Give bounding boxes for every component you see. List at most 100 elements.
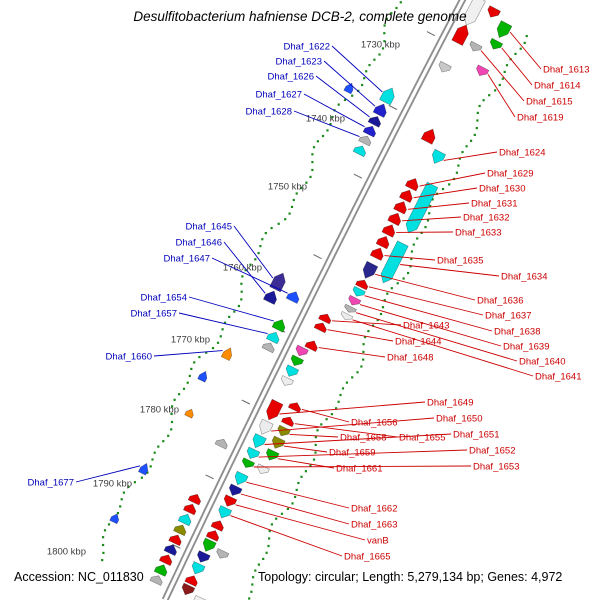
gene-glyph[interactable]	[202, 537, 217, 552]
gene-glyph[interactable]	[381, 224, 396, 238]
gene-glyph[interactable]	[262, 290, 277, 305]
gene-glyph[interactable]	[216, 548, 230, 559]
gene-glyph[interactable]	[183, 503, 197, 516]
gene-label[interactable]: Dhaf_1626	[268, 71, 314, 82]
gene-glyph[interactable]	[313, 322, 327, 334]
gene-glyph[interactable]	[218, 505, 233, 519]
gene-label[interactable]: Dhaf_1677	[28, 477, 74, 488]
gene-glyph[interactable]	[348, 294, 362, 306]
gene-glyph[interactable]	[234, 470, 249, 486]
gene-glyph[interactable]	[340, 310, 354, 320]
gene-label[interactable]: Dhaf_1624	[499, 147, 545, 158]
gene-glyph[interactable]	[369, 247, 384, 261]
gene-label[interactable]: Dhaf_1661	[336, 463, 382, 474]
gene-glyph[interactable]	[318, 313, 332, 325]
gene-label[interactable]: Dhaf_1629	[487, 168, 533, 179]
gene-glyph[interactable]	[375, 236, 390, 250]
gene-label[interactable]: Dhaf_1665	[344, 551, 390, 562]
gene-glyph[interactable]	[265, 331, 280, 345]
gene-glyph[interactable]	[241, 457, 255, 468]
gene-glyph[interactable]	[463, 0, 486, 26]
gene-glyph[interactable]	[489, 37, 504, 50]
gene-glyph[interactable]	[137, 462, 149, 476]
gene-glyph[interactable]	[223, 494, 238, 507]
gene-label[interactable]: Dhaf_1655	[399, 432, 445, 443]
gene-label[interactable]: Dhaf_1651	[453, 429, 499, 440]
gene-glyph[interactable]	[210, 520, 224, 532]
gene-glyph[interactable]	[214, 438, 228, 450]
gene-glyph[interactable]	[269, 272, 286, 293]
gene-label[interactable]: Dhaf_1652	[469, 445, 515, 456]
gene-label[interactable]: Dhaf_1632	[463, 212, 509, 223]
gene-glyph[interactable]	[191, 561, 206, 575]
gene-label[interactable]: Dhaf_1630	[479, 183, 525, 194]
gene-label[interactable]: Dhaf_1649	[427, 397, 473, 408]
gene-glyph[interactable]	[352, 285, 366, 297]
gene-glyph[interactable]	[163, 544, 177, 556]
gene-glyph[interactable]	[420, 128, 436, 145]
gene-glyph[interactable]	[285, 291, 300, 304]
gene-label[interactable]: Dhaf_1623	[276, 56, 322, 67]
gene-glyph[interactable]	[287, 402, 302, 413]
gene-glyph[interactable]	[109, 513, 120, 525]
gene-glyph[interactable]	[271, 435, 286, 449]
gene-label[interactable]: Dhaf_1615	[526, 96, 572, 107]
gene-glyph[interactable]	[193, 595, 207, 600]
gene-label[interactable]: Dhaf_1639	[503, 341, 549, 352]
gene-label[interactable]: Dhaf_1635	[437, 255, 483, 266]
gene-glyph[interactable]	[343, 82, 354, 95]
gene-label[interactable]: Dhaf_1634	[501, 271, 547, 282]
gene-glyph[interactable]	[246, 446, 261, 459]
gene-label[interactable]: Dhaf_1650	[436, 413, 482, 424]
gene-glyph[interactable]	[476, 64, 490, 76]
gene-label[interactable]: Dhaf_1654	[141, 292, 187, 303]
gene-glyph[interactable]	[431, 148, 447, 164]
gene-glyph[interactable]	[184, 575, 198, 587]
gene-label[interactable]: Dhaf_1631	[471, 198, 517, 209]
gene-glyph[interactable]	[304, 340, 318, 353]
gene-glyph[interactable]	[197, 550, 211, 563]
gene-label[interactable]: Dhaf_1663	[351, 519, 397, 530]
gene-label[interactable]: vanB	[367, 535, 389, 546]
gene-label[interactable]: Dhaf_1641	[535, 371, 581, 382]
gene-label[interactable]: Dhaf_1660	[106, 351, 152, 362]
gene-glyph[interactable]	[387, 212, 402, 227]
gene-glyph[interactable]	[173, 524, 187, 537]
gene-label[interactable]: Dhaf_1633	[455, 227, 501, 238]
gene-glyph[interactable]	[367, 116, 382, 128]
gene-label[interactable]: Dhaf_1659	[329, 447, 375, 458]
gene-label[interactable]: Dhaf_1640	[519, 356, 565, 367]
gene-glyph[interactable]	[220, 347, 233, 362]
gene-label[interactable]: Dhaf_1658	[340, 432, 386, 443]
gene-glyph[interactable]	[380, 240, 409, 284]
gene-glyph[interactable]	[228, 483, 243, 496]
gene-glyph[interactable]	[281, 416, 295, 428]
gene-glyph[interactable]	[265, 448, 280, 461]
gene-glyph[interactable]	[184, 408, 194, 419]
gene-label[interactable]: Dhaf_1636	[477, 295, 523, 306]
gene-label[interactable]: Dhaf_1613	[543, 64, 589, 75]
gene-glyph[interactable]	[404, 178, 419, 192]
gene-glyph[interactable]	[358, 135, 372, 147]
gene-label[interactable]: Dhaf_1644	[395, 336, 441, 347]
gene-glyph[interactable]	[177, 513, 192, 527]
gene-glyph[interactable]	[168, 534, 182, 547]
gene-label[interactable]: Dhaf_1662	[351, 503, 397, 514]
gene-glyph[interactable]	[266, 398, 284, 421]
gene-glyph[interactable]	[285, 364, 300, 377]
gene-glyph[interactable]	[362, 260, 379, 279]
gene-glyph[interactable]	[362, 125, 377, 138]
gene-glyph[interactable]	[344, 303, 357, 313]
gene-glyph[interactable]	[187, 493, 202, 506]
gene-glyph[interactable]	[469, 40, 483, 52]
gene-glyph[interactable]	[259, 418, 274, 435]
gene-label[interactable]: Dhaf_1638	[494, 326, 540, 337]
gene-glyph[interactable]	[205, 530, 220, 542]
gene-label[interactable]: Dhaf_1648	[387, 352, 433, 363]
gene-glyph[interactable]	[399, 189, 413, 204]
gene-glyph[interactable]	[496, 20, 513, 39]
gene-glyph[interactable]	[487, 5, 501, 18]
gene-glyph[interactable]	[197, 370, 208, 383]
gene-glyph[interactable]	[149, 575, 163, 586]
gene-glyph[interactable]	[271, 319, 286, 333]
